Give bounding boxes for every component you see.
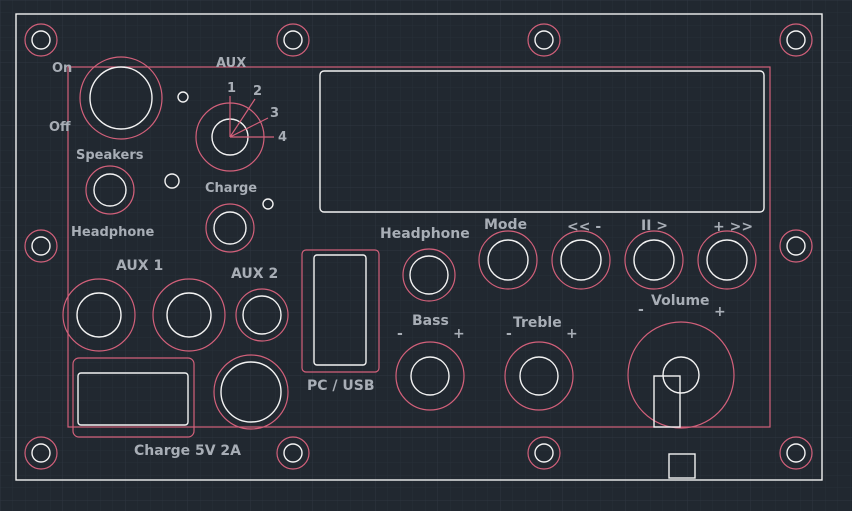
treble-label: Treble bbox=[513, 315, 562, 331]
mount-hole bbox=[24, 23, 58, 57]
volume-knob[interactable] bbox=[627, 321, 735, 429]
charge-indicator bbox=[205, 203, 255, 253]
mount-hole bbox=[779, 23, 813, 57]
mount-hole bbox=[779, 436, 813, 470]
treble-minus: - bbox=[506, 326, 512, 342]
charge-usb-port[interactable] bbox=[72, 357, 195, 438]
mount-hole bbox=[24, 229, 58, 263]
pc-usb-label: PC / USB bbox=[307, 378, 375, 394]
mount-hole bbox=[276, 436, 310, 470]
led-hole bbox=[262, 198, 274, 210]
play-pause-label: II > bbox=[641, 218, 668, 234]
bass-minus: - bbox=[397, 326, 403, 342]
led-hole bbox=[164, 173, 180, 189]
aux1-jack-right[interactable] bbox=[152, 278, 226, 352]
headphone-jack[interactable] bbox=[402, 248, 456, 302]
on-label: On bbox=[52, 61, 72, 76]
treble-knob[interactable] bbox=[504, 341, 574, 411]
charge-usb-label: Charge 5V 2A bbox=[134, 443, 241, 459]
dc-input-jack[interactable] bbox=[213, 354, 289, 430]
prev-button[interactable] bbox=[551, 230, 611, 290]
speaker-headphone-switch[interactable] bbox=[85, 165, 135, 215]
headphone-switch-label: Headphone bbox=[71, 225, 155, 240]
speakers-label: Speakers bbox=[76, 148, 144, 163]
mode-button[interactable] bbox=[478, 230, 538, 290]
headphone-jack-label: Headphone bbox=[380, 226, 470, 242]
volume-label: Volume bbox=[651, 293, 710, 309]
volume-minus: - bbox=[638, 302, 644, 318]
selector-position-4: 4 bbox=[278, 130, 287, 145]
selector-position-2: 2 bbox=[253, 84, 262, 99]
charge-label: Charge bbox=[205, 181, 257, 196]
aux2-jack[interactable] bbox=[235, 288, 289, 342]
volume-plus: + bbox=[714, 304, 726, 320]
mount-hole bbox=[24, 436, 58, 470]
mode-label: Mode bbox=[484, 217, 527, 233]
aux2-label: AUX 2 bbox=[231, 266, 278, 282]
next-button[interactable] bbox=[697, 230, 757, 290]
bass-label: Bass bbox=[412, 313, 449, 329]
connector-cutout bbox=[668, 453, 696, 479]
aux1-jack-left[interactable] bbox=[62, 278, 136, 352]
mount-hole bbox=[779, 229, 813, 263]
bass-plus: + bbox=[453, 326, 465, 342]
off-label: Off bbox=[49, 120, 71, 135]
board-outline bbox=[67, 66, 771, 428]
aux-selector-label: AUX bbox=[216, 56, 246, 71]
mount-hole bbox=[276, 23, 310, 57]
aux-selector-knob[interactable] bbox=[195, 96, 274, 172]
aux1-label: AUX 1 bbox=[116, 258, 163, 274]
power-switch[interactable] bbox=[79, 56, 163, 140]
mount-hole bbox=[527, 436, 561, 470]
display-window bbox=[319, 70, 765, 213]
led-hole bbox=[177, 91, 189, 103]
selector-position-1: 1 bbox=[227, 81, 236, 96]
mount-hole bbox=[527, 23, 561, 57]
play-pause-button[interactable] bbox=[624, 230, 684, 290]
selector-position-3: 3 bbox=[270, 106, 279, 121]
treble-plus: + bbox=[566, 326, 578, 342]
pc-usb-port[interactable] bbox=[301, 249, 380, 373]
mounting-holes bbox=[24, 23, 813, 470]
bass-knob[interactable] bbox=[395, 341, 465, 411]
panel-outline bbox=[15, 13, 823, 481]
